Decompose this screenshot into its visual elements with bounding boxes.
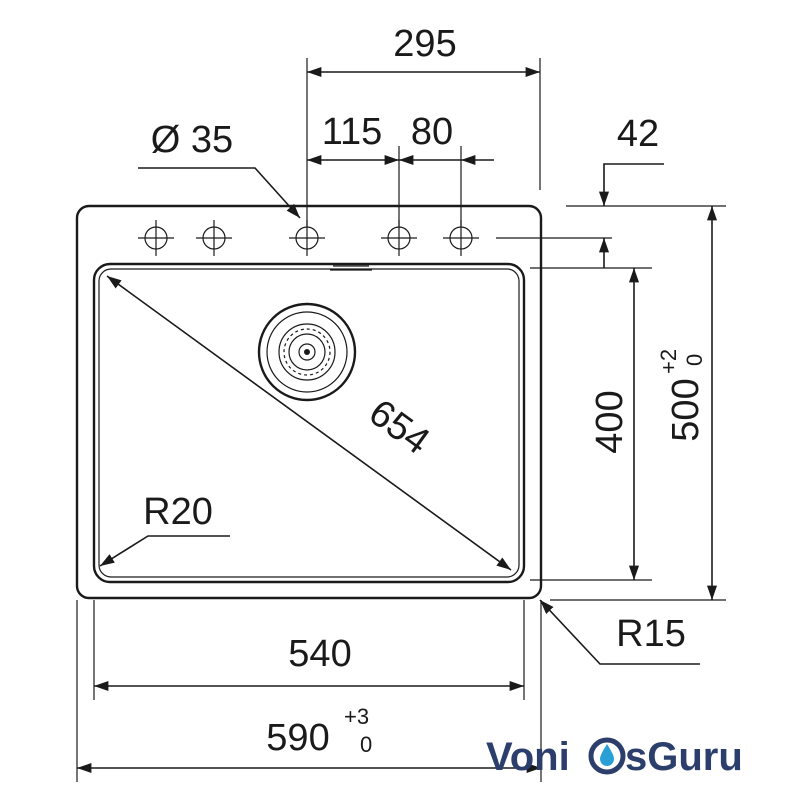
dim-500-tol-upper: +2 [656, 349, 681, 374]
bowl-outline [92, 262, 526, 584]
r15-leader [539, 599, 700, 665]
water-drop-icon [588, 737, 626, 775]
drain [257, 302, 357, 402]
tap-hole [196, 220, 232, 256]
dim-590-tol-lower: 0 [360, 732, 372, 757]
bowl-inner-outline [98, 268, 520, 578]
tap-holes [138, 220, 612, 256]
dim-42-leader [598, 163, 664, 206]
dim-295-label: 295 [393, 23, 456, 65]
r20-leader [99, 535, 230, 567]
diagonal-dimension-line [106, 275, 512, 571]
dim-400-label: 400 [589, 390, 631, 453]
logo-text-left: Voni [486, 735, 570, 779]
overflow-slot [330, 265, 372, 271]
dim-42-label: 42 [617, 113, 659, 155]
r15-label: R15 [616, 613, 686, 655]
dim-590-label: 590 [266, 717, 329, 759]
vonios-guru-logo: Voni sGuru [486, 735, 743, 779]
hole-diameter-leader [138, 167, 301, 219]
logo-text-right: sGuru [625, 735, 743, 779]
dim-540-label: 540 [288, 633, 351, 675]
dim-500-tol-lower: 0 [682, 354, 707, 366]
diagonal-label: 654 [361, 392, 437, 463]
dim-115-label: 115 [322, 111, 383, 153]
dim-500-label: 500 [665, 378, 707, 441]
dim-590-tol-upper: +3 [344, 704, 369, 729]
dim-80-label: 80 [411, 111, 453, 153]
r20-label: R20 [143, 491, 213, 533]
sink-outer-outline [75, 204, 543, 600]
tap-hole [138, 220, 174, 256]
hole-diameter-label: Ø 35 [151, 119, 233, 161]
